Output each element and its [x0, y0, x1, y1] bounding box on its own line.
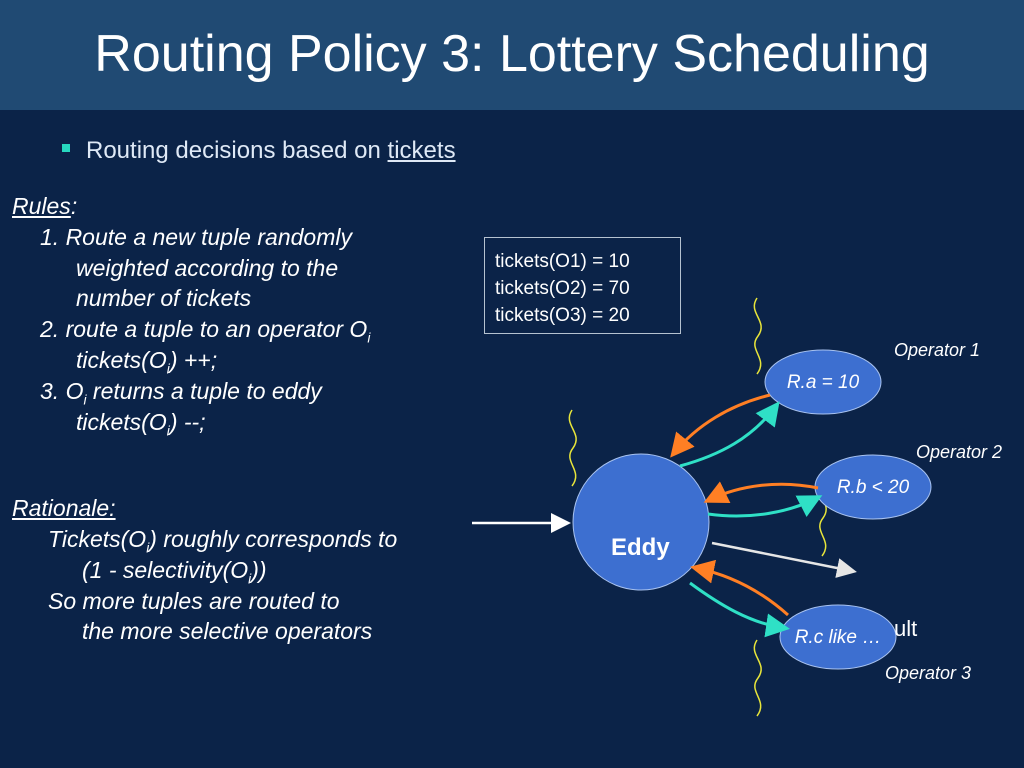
- title-bar: [0, 0, 1024, 110]
- rule-1-line-3: number of tickets: [76, 285, 252, 311]
- rule-1-line-1: 1. Route a new tuple randomly: [40, 224, 352, 250]
- operator-2-label: Operator 2: [916, 442, 1003, 462]
- rule-1-line-2: weighted according to the: [76, 255, 339, 281]
- tickets-box: tickets(O1) = 10 tickets(O2) = 70 ticket…: [484, 237, 681, 334]
- rationale-line-4: the more selective operators: [82, 618, 373, 644]
- rule-2-line-1: 2. route a tuple to an operator Oi: [40, 316, 370, 346]
- tickets-o1: tickets(O1) = 10: [495, 251, 630, 272]
- return-arrow-op1: [670, 393, 771, 458]
- tickets-o2: tickets(O2) = 70: [495, 278, 630, 299]
- rule-2-text: 2. route a tuple to an operator O: [40, 316, 368, 342]
- operator-1-predicate: R.a = 10: [786, 372, 860, 393]
- rationale-line-2: (1 - selectivity(Oi)): [82, 557, 267, 587]
- bullet-item: Routing decisions based on tickets: [62, 137, 456, 165]
- rationale-2-post: )): [251, 557, 267, 583]
- rule-3-sub: i: [83, 392, 87, 408]
- forward-arrow-op2: [707, 495, 823, 518]
- eddy-node: [572, 453, 710, 591]
- rule-3-dec-sub: i: [166, 423, 170, 439]
- rule-3-line-1: 3. Oi returns a tuple to eddy: [40, 378, 322, 408]
- tickets-o3: tickets(O3) = 20: [495, 305, 630, 326]
- rules-heading: Rules:: [12, 193, 77, 220]
- squiggle-eddy: [568, 409, 577, 487]
- rule-2-inc-post: ) ++;: [169, 347, 218, 373]
- rule-2-line-2: tickets(Oi) ++;: [76, 347, 217, 377]
- rationale-2-sub: i: [248, 571, 252, 587]
- return-arrow-op2: [703, 481, 819, 503]
- output-arrow: [711, 541, 857, 578]
- rationale-1-post: ) roughly corresponds to: [149, 526, 398, 552]
- eddy-label: Eddy: [611, 534, 670, 561]
- operator-1-label: Operator 1: [894, 340, 981, 360]
- bullet-text: Routing decisions based on: [86, 137, 388, 164]
- rule-3-dec-post: ) --;: [169, 409, 206, 435]
- rule-2-inc-sub: i: [166, 361, 170, 377]
- operator-1-node: [764, 349, 882, 415]
- operator-3-predicate: R.c like …: [794, 627, 882, 648]
- rationale-line-3: So more tuples are routed to: [48, 588, 340, 614]
- operator-3-label: Operator 3: [885, 663, 972, 683]
- rationale-heading: Rationale:: [12, 495, 116, 522]
- rule-2-inc-pre: tickets(O: [76, 347, 167, 373]
- rules-heading-label: Rules: [12, 193, 71, 219]
- operator-2-predicate: R.b < 20: [836, 477, 910, 498]
- squiggle-op1: [753, 297, 762, 375]
- output-label-partial: ult: [894, 616, 918, 641]
- return-arrow-op3: [690, 559, 789, 617]
- rule-3-pre: 3. O: [40, 378, 84, 404]
- rationale-line-1: Tickets(Oi) roughly corresponds to: [48, 526, 397, 556]
- rule-3-line-2: tickets(Oi) --;: [76, 409, 206, 439]
- squiggle-op3: [753, 639, 762, 717]
- forward-arrow-op1: [679, 401, 780, 468]
- forward-arrow-op3: [689, 581, 790, 638]
- rule-3-dec-pre: tickets(O: [76, 409, 167, 435]
- rule-2-subscript: i: [367, 330, 371, 346]
- rules-heading-colon: :: [70, 193, 78, 219]
- bullet-link-tickets: tickets: [387, 137, 456, 164]
- bullet-marker: [62, 143, 70, 152]
- slide-title: Routing Policy 3: Lottery Scheduling: [94, 25, 930, 83]
- rationale-1-pre: Tickets(O: [48, 526, 147, 552]
- rule-3-post: returns a tuple to eddy: [86, 378, 322, 404]
- rationale-2-pre: (1 - selectivity(O: [82, 557, 249, 583]
- rationale-heading-label: Rationale:: [12, 495, 116, 521]
- rationale-1-sub: i: [146, 540, 150, 556]
